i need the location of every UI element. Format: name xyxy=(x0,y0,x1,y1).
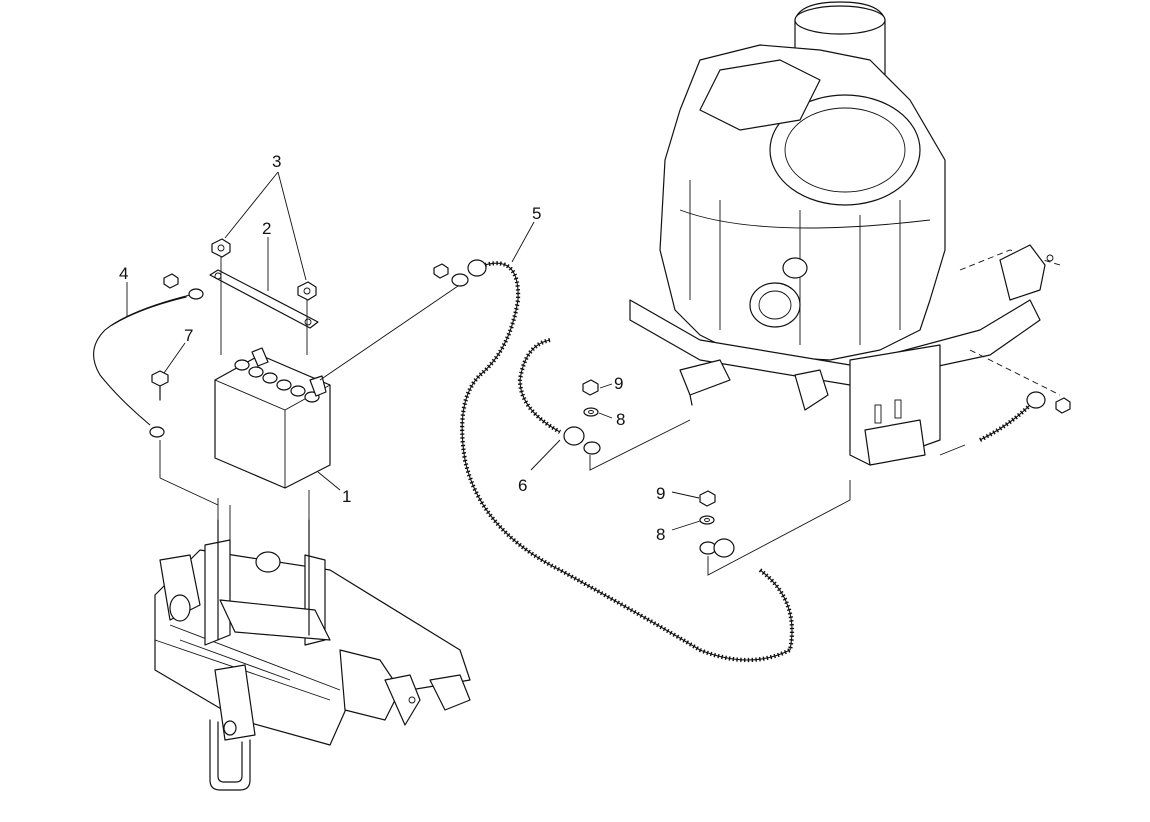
bolt xyxy=(151,370,169,401)
nut-lower xyxy=(699,490,716,507)
hold-down-plate xyxy=(209,269,319,329)
washer-lower xyxy=(699,515,715,525)
washer-upper xyxy=(583,407,599,417)
assembly-guide-lines xyxy=(217,490,310,545)
callout-9-lower: 9 xyxy=(656,484,665,503)
callout-8-lower: 8 xyxy=(656,525,665,544)
callout-8-upper: 8 xyxy=(616,410,625,429)
starter-cable xyxy=(699,391,1071,576)
callout-3: 3 xyxy=(272,152,281,171)
callout-9-upper: 9 xyxy=(614,374,623,393)
callout-5: 5 xyxy=(532,204,541,223)
engine-assembly xyxy=(629,1,1061,466)
callout-2: 2 xyxy=(262,219,271,238)
battery xyxy=(214,347,331,489)
nut-upper xyxy=(582,379,599,396)
callout-6: 6 xyxy=(518,476,527,495)
battery-mount-frame xyxy=(154,519,471,791)
callout-4: 4 xyxy=(119,264,128,283)
hex-nut-left xyxy=(211,238,231,258)
callout-1: 1 xyxy=(342,487,351,506)
positive-cable xyxy=(319,259,795,663)
callout-7: 7 xyxy=(184,326,193,345)
leader-lines xyxy=(126,171,701,531)
hex-nut-right xyxy=(297,281,317,301)
negative-cable xyxy=(93,273,219,506)
ground-cable xyxy=(517,337,691,471)
